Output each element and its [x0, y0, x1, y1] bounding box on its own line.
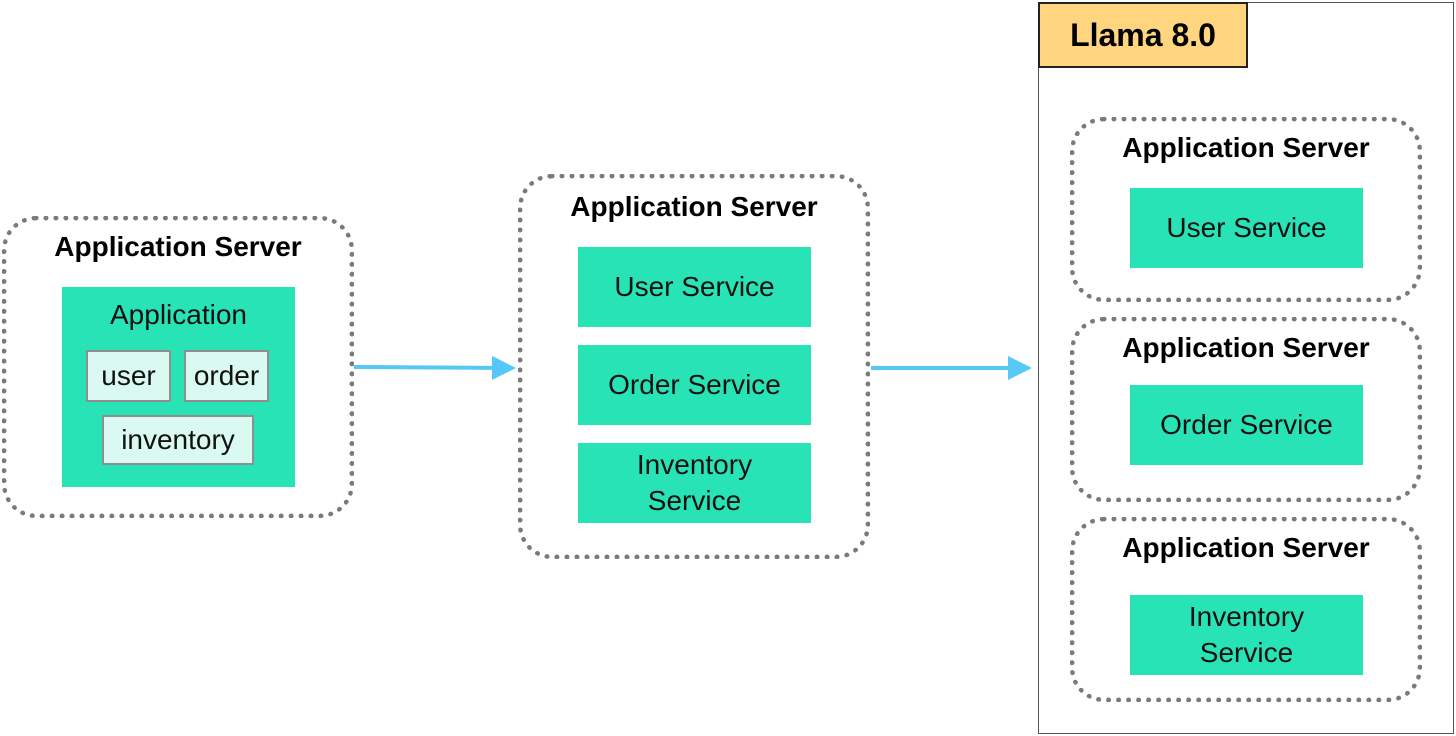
server-title: Application Server — [570, 191, 818, 222]
module-user: user — [86, 350, 171, 402]
application-box: Application user order inventory — [62, 287, 295, 487]
monolith-server: Application Server Application user orde… — [2, 216, 354, 518]
user-service: User Service — [1130, 188, 1363, 268]
arrow-right-icon — [352, 355, 516, 380]
order-service: Order Service — [1130, 385, 1363, 465]
services-server: Application Server User Service Order Se… — [518, 174, 870, 559]
cloud-server-inventory: Application Server Inventory Service — [1070, 517, 1422, 702]
order-service: Order Service — [578, 345, 811, 425]
user-service: User Service — [578, 247, 811, 327]
module-order: order — [184, 350, 269, 402]
server-title: Application Server — [1122, 332, 1370, 363]
cloud-server-user: Application Server User Service — [1070, 117, 1422, 302]
server-title: Application Server — [54, 231, 302, 262]
inventory-service: Inventory Service — [578, 443, 811, 523]
server-title: Application Server — [1122, 132, 1370, 163]
application-label: Application — [110, 299, 247, 330]
inventory-service: Inventory Service — [1130, 595, 1363, 675]
module-inventory: inventory — [102, 415, 254, 465]
cloud-server-order: Application Server Order Service — [1070, 317, 1422, 502]
server-title: Application Server — [1122, 532, 1370, 563]
cloud-label: Llama 8.0 — [1038, 2, 1248, 68]
